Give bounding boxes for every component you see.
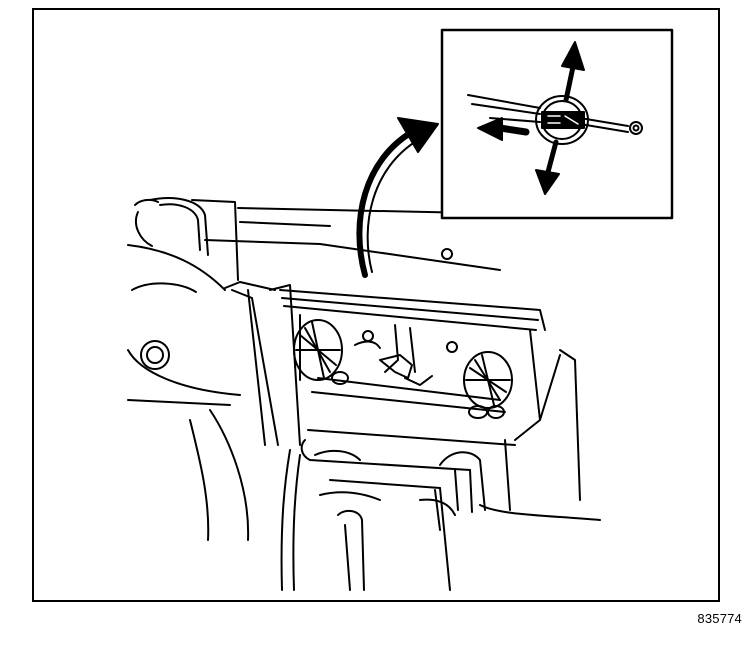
knob-icon — [293, 319, 349, 385]
arrow-up-icon — [561, 41, 585, 103]
control-head — [279, 289, 546, 441]
detail-inset — [440, 28, 674, 220]
arrow-left-icon — [477, 117, 530, 141]
figure-frame — [32, 8, 720, 602]
arrow-down-icon — [535, 139, 560, 195]
knob-icon — [463, 351, 513, 419]
curved-arrow-icon — [356, 117, 439, 278]
dashboard-outline — [127, 197, 521, 541]
center-console — [280, 349, 601, 591]
figure-id-label: 835774 — [697, 611, 742, 626]
